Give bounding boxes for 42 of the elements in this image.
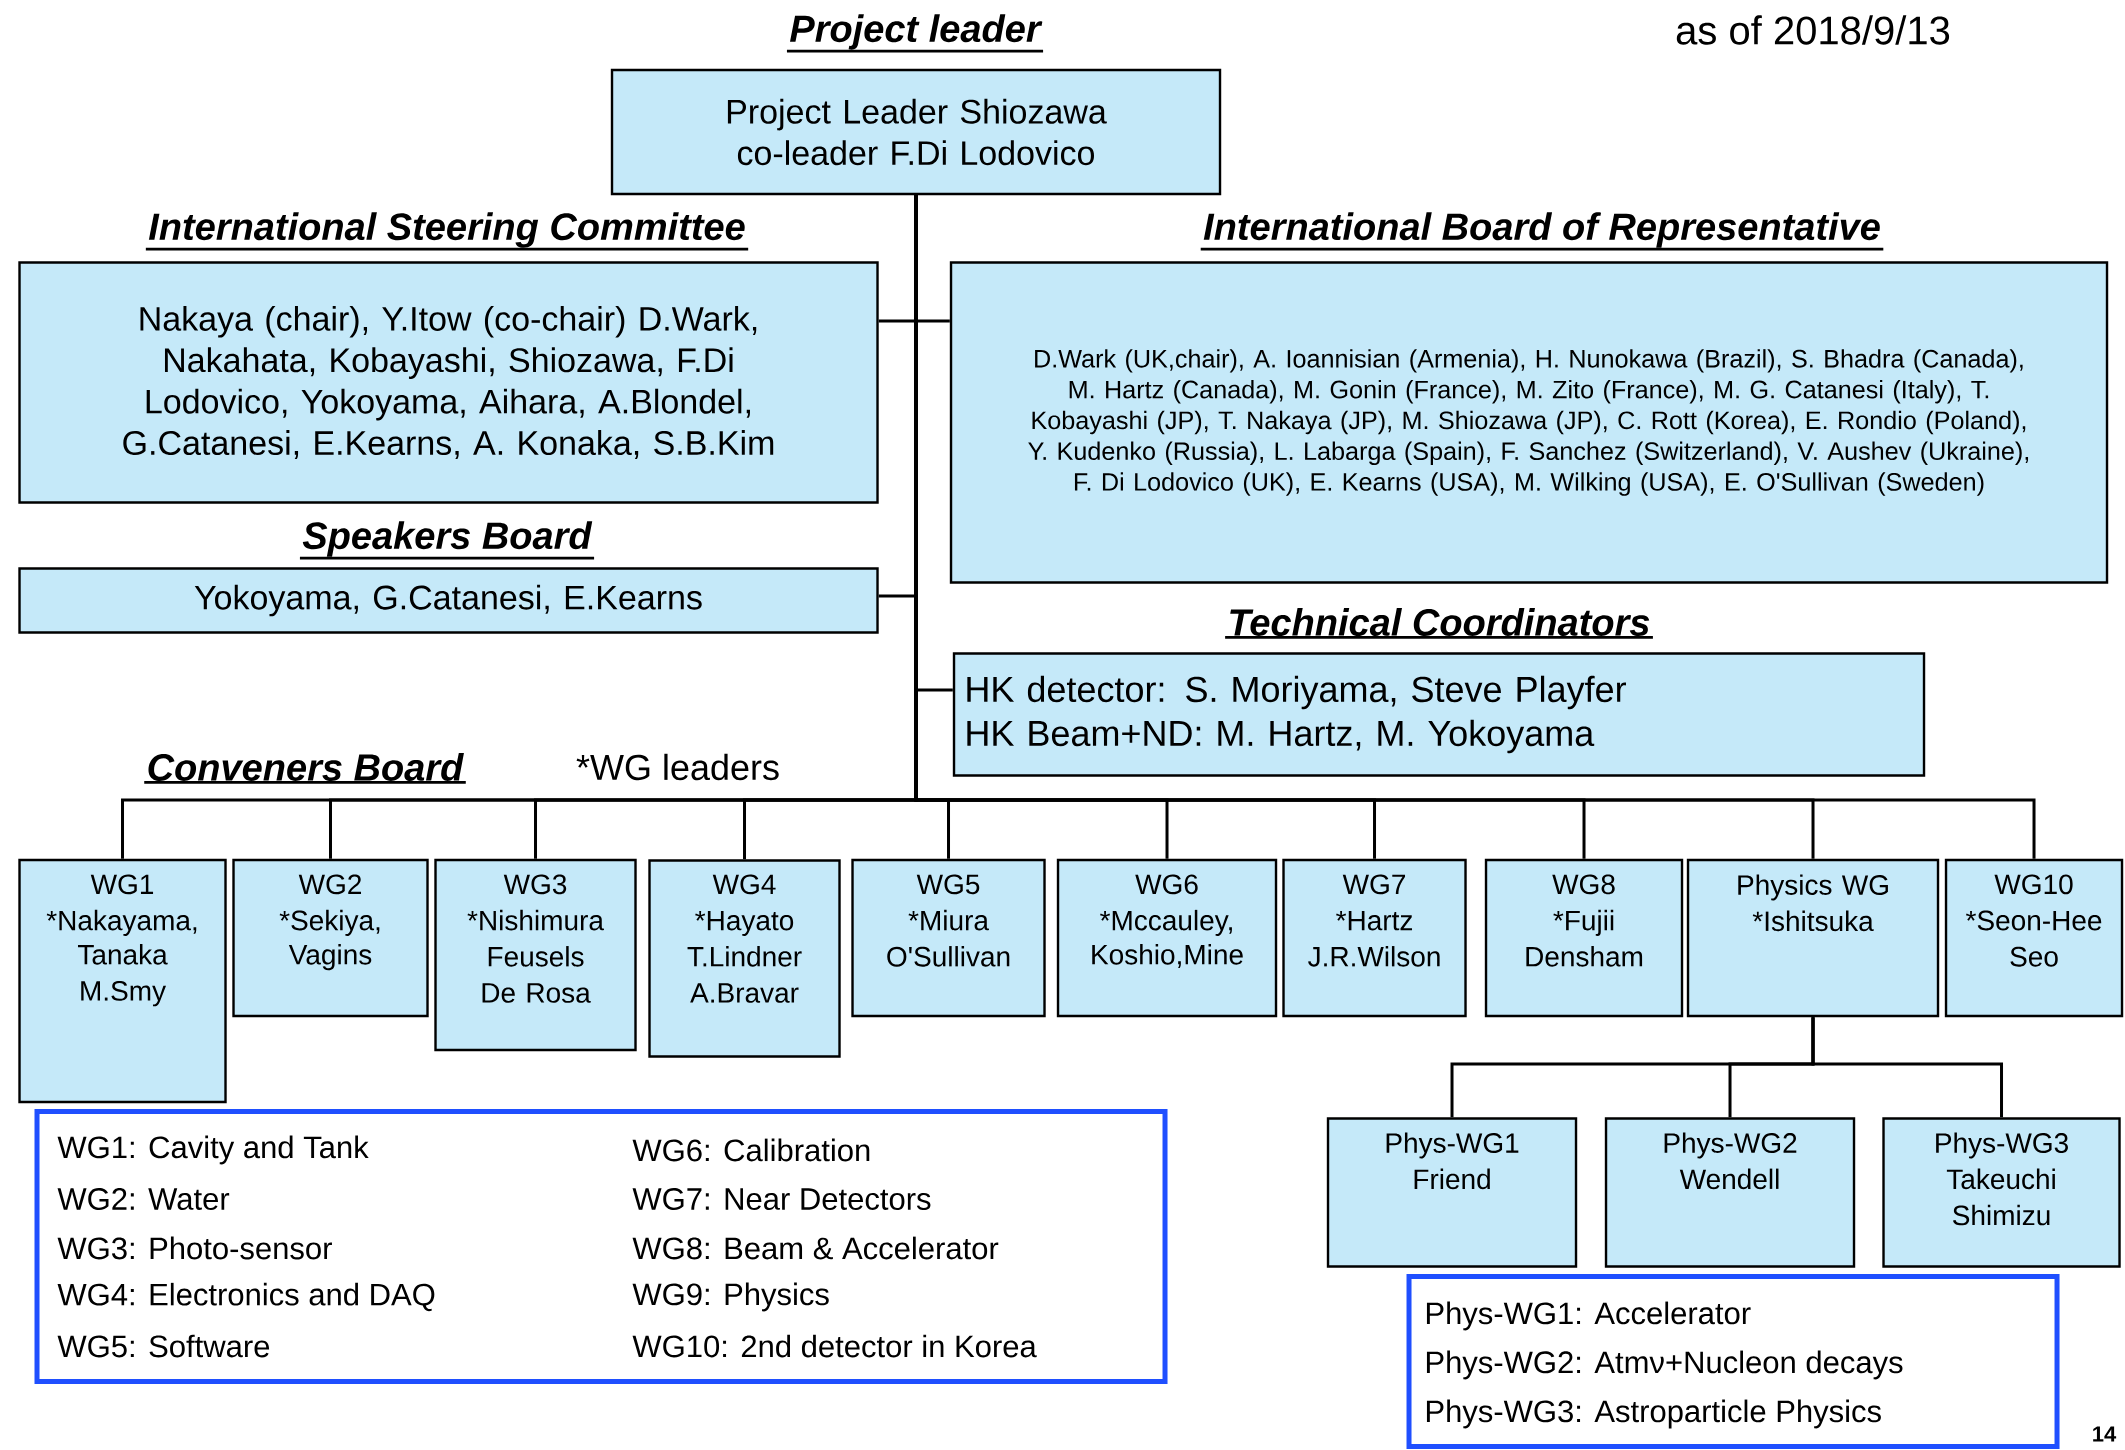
group-box: Physics WG *Ishitsuka (1686, 858, 1940, 1018)
section-heading: Technical Coordinators (1225, 608, 1653, 639)
section-heading: Speakers Board (299, 521, 595, 560)
date-note: as of 2018/9/13 (1676, 15, 1950, 45)
group-box: WG1 *Nakayama, Tanaka M.Smy (18, 858, 227, 1104)
key-text: Phys-WG1: Accelerator (1426, 1301, 1751, 1331)
group-box: WG2 *Sekiya, Vagins (232, 858, 429, 1018)
section-heading: Project leader (786, 14, 1044, 53)
group-box: WG3 *Nishimura Feusels De Rosa (434, 858, 637, 1052)
key-text: WG1: Cavity and Tank (57, 1135, 369, 1165)
group-box: WG6 *Mccauley, Koshio,Mine (1056, 858, 1278, 1018)
key-text: WG6: Calibration (632, 1138, 870, 1162)
section-heading: International Board of Representative (1200, 212, 1884, 251)
connector-line (914, 195, 2036, 859)
key-text: WG5: Software (57, 1334, 270, 1358)
note-text: *WG leaders (576, 753, 779, 781)
group-box: Phys-WG1 Friend (1326, 1117, 1578, 1268)
key-text: WG9: Physics (632, 1282, 829, 1312)
page-number: 14 (2093, 1426, 2117, 1442)
key-text: WG10: 2nd detector in Korea (632, 1334, 1037, 1358)
committee-box: Nakaya (chair), Y.Itow (co-chair) D.Wark, Nakahata, Kobayashi, Shiozawa, F.Di Lodovico, Yokoyama, Aihara, A.Blondel, G.Catanesi, E.Kearns, A. Konaka, S.B.Kim (18, 261, 879, 504)
committee-box: Project Leader Shiozawa co-leader F.Di Lodovico (610, 68, 1222, 196)
key-text: WG7: Near Detectors (632, 1188, 931, 1210)
key-text: Phys-WG2: Atmν+Nucleon decays (1426, 1350, 1903, 1380)
key-text: Phys-WG3: Astroparticle Physics (1426, 1399, 1881, 1429)
group-box: Phys-WG3 Takeuchi Shimizu (1882, 1117, 2121, 1268)
group-box: WG4 *Hayato T.Lindner A.Bravar (648, 859, 841, 1058)
committee-box: Yokoyama, G.Catanesi, E.Kearns (18, 567, 879, 634)
group-box: WG8 *Fujii Densham (1484, 858, 1684, 1018)
key-text: WG2: Water (57, 1188, 230, 1210)
key-text: WG3: Photo-sensor (57, 1236, 332, 1260)
group-box: WG10 *Seon-Hee Seo (1944, 858, 2124, 1018)
section-heading: International Steering Committee (145, 212, 749, 251)
group-box: Phys-WG2 Wendell (1604, 1117, 1856, 1268)
key-text: WG8: Beam & Accelerator (632, 1236, 999, 1260)
connector-line (1811, 1017, 2003, 1118)
group-box: WG7 *Hartz J.R.Wilson (1282, 858, 1467, 1018)
key-text: WG4: Electronics and DAQ (57, 1282, 435, 1312)
committee-box: D.Wark (UK,chair), A. Ioannisian (Armenia), H. Nunokawa (Brazil), S. Bhadra (Canada), M. Hartz (Canada), M. Gonin (France), M. Zito (France), M. G. Catanesi (Italy), T. Kobayashi (JP), T. Nakaya (JP), M. Shiozawa (JP), C. Rott (Korea), E. Rondio (Poland), Y. Kudenko (Russia), L. Labarga (Spain), F. Sanchez (Switzerland), V. Aushev (Ukraine), F. Di Lodovico (UK), E. Kearns (USA), M. Wilking (USA), E. O'Sullivan (Sweden) (949, 261, 2109, 584)
committee-box: HK detector: S. Moriyama, Steve Playfer HK Beam+ND: M. Hartz, M. Yokoyama (952, 652, 1926, 777)
group-box: WG5 *Miura O'Sullivan (851, 858, 1046, 1018)
section-heading: Conveners Board (144, 753, 466, 784)
